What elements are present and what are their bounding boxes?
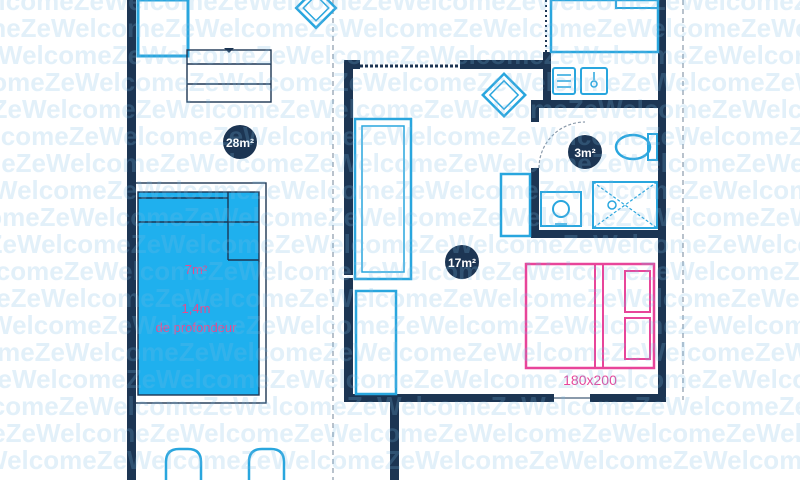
pillow-icon	[624, 270, 651, 313]
pool-depth-note: de profondeur	[156, 320, 238, 335]
bathroom-area-label: 3m²	[574, 146, 595, 160]
bathroom-wall-bottom	[531, 230, 666, 238]
lounger-icon	[247, 447, 286, 480]
wall-left-upper	[344, 60, 353, 275]
wall-top-right	[460, 60, 550, 69]
kitchen-counter	[549, 0, 660, 54]
lounger-icon	[164, 447, 203, 480]
main-area-badge	[445, 245, 479, 279]
stove-icon	[552, 67, 576, 95]
shower-diagonal	[592, 181, 658, 229]
bathroom-area-badge	[568, 135, 602, 169]
toilet-tank	[647, 133, 658, 161]
desk-icon	[499, 172, 532, 238]
washbasin-bowl	[552, 200, 570, 218]
bathroom-wall-mid	[531, 100, 666, 108]
pool-border	[132, 182, 267, 404]
shower-tray	[592, 181, 658, 229]
sink-drain	[590, 80, 598, 88]
kitchen-counter-inner	[615, 0, 659, 9]
pool-depth-label: 1,4m	[182, 301, 211, 316]
cabinet-icon	[354, 289, 398, 396]
wall-bottom-right	[590, 394, 666, 402]
bathroom-wall-top	[543, 52, 551, 100]
chair-icon	[481, 72, 527, 118]
terrace-area-label: 28m²	[226, 136, 254, 150]
chair-icon	[294, 0, 338, 30]
sink-icon	[580, 67, 608, 95]
sofa-icon	[353, 117, 413, 281]
bed-size-label: 180x200	[563, 372, 617, 388]
bathroom-door-arc	[538, 121, 586, 169]
bathroom-wall-left	[531, 168, 539, 234]
pillow-icon	[624, 317, 651, 360]
shower-diagonal	[592, 181, 658, 229]
terrace-left-wall	[127, 0, 136, 480]
pool-area-label: 7m²	[185, 262, 208, 277]
terrace-shelf	[136, 0, 190, 58]
wall-right	[658, 0, 666, 402]
wall-bottom-left	[344, 394, 554, 402]
shower-drain	[607, 200, 617, 210]
washbasin-icon	[540, 191, 582, 227]
sofa-seat	[361, 125, 405, 273]
toilet-icon	[614, 133, 652, 161]
bathroom-wall-inner	[531, 100, 539, 122]
steps	[186, 49, 272, 103]
wall-left-lower	[344, 278, 353, 402]
main-area-label: 17m²	[448, 256, 476, 270]
terrace-area-badge	[223, 125, 257, 159]
bed-icon	[524, 262, 656, 370]
pool	[137, 191, 260, 396]
entrance-wall	[390, 402, 399, 480]
